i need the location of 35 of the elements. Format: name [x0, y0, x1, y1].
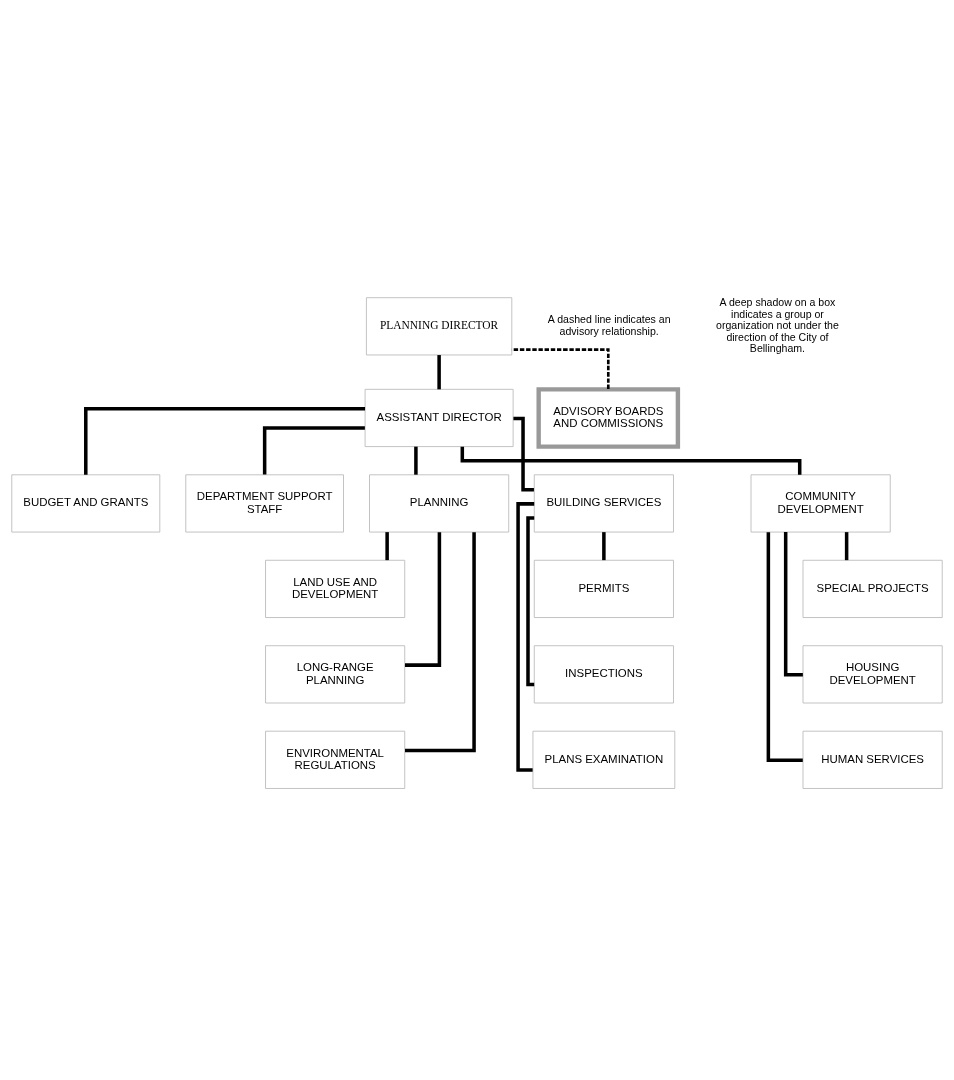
- node-box: PLANS EXAMINATION: [532, 730, 676, 789]
- node-box: INSPECTIONS: [533, 645, 674, 704]
- connector: [783, 532, 803, 677]
- node-box: PERMITS: [533, 559, 674, 618]
- node-box: LAND USE AND DEVELOPMENT: [265, 559, 406, 618]
- node-box: PLANNING: [369, 474, 510, 533]
- label: A deep shadow on a box indicates a group or organization not under the direction of the City of Bellingham.: [716, 296, 839, 354]
- connector: [405, 532, 442, 667]
- label: A dashed line indicates an advisory relationship.: [547, 313, 671, 337]
- node-box: HUMAN SERVICES: [802, 730, 943, 789]
- node-box: ENVIRONMENTAL REGULATIONS: [265, 730, 406, 789]
- connector: [526, 516, 535, 687]
- node-box: COMMUNITY DEVELOPMENT: [750, 474, 891, 533]
- connector: [766, 532, 803, 763]
- connector: [84, 406, 366, 475]
- node-box: LONG-RANGE PLANNING: [265, 645, 406, 704]
- connector: [437, 355, 441, 390]
- connector: [602, 532, 606, 561]
- connector: [511, 348, 610, 389]
- connector: [262, 426, 365, 475]
- node-box: ADVISORY BOARDS AND COMMISSIONS: [536, 387, 681, 449]
- connector: [405, 532, 476, 753]
- connector: [385, 532, 389, 561]
- node-box: BUILDING SERVICES: [533, 474, 674, 533]
- connector: [460, 446, 802, 475]
- connector: [513, 416, 534, 492]
- connector: [516, 502, 535, 772]
- connector: [414, 446, 418, 475]
- node-box: HOUSING DEVELOPMENT: [802, 645, 943, 704]
- node-box: ASSISTANT DIRECTOR: [364, 388, 514, 448]
- node-box: DEPARTMENT SUPPORT STAFF: [185, 474, 344, 533]
- node-box: SPECIAL PROJECTS: [802, 559, 943, 618]
- node-box: BUDGET AND GRANTS: [11, 474, 161, 533]
- connector: [844, 532, 849, 561]
- node-box: PLANNING DIRECTOR: [366, 297, 513, 356]
